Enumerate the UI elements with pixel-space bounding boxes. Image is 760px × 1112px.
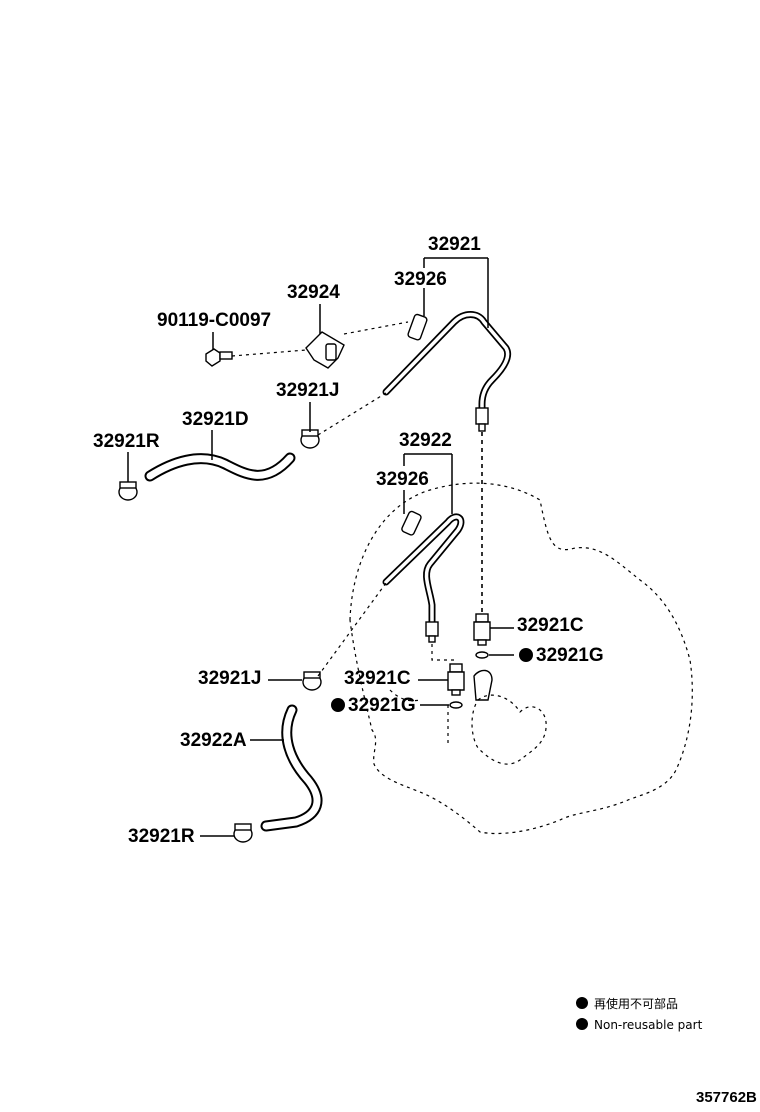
label-32924: 32924 [287,282,340,303]
diagram-code: 357762B [696,1089,757,1106]
legend-line-1: 再使用不可部品 [594,996,678,1011]
label-32921D: 32921D [182,409,249,430]
label-32926-mid: 32926 [376,469,429,490]
label-90119-C0097: 90119-C0097 [157,310,271,331]
sleeve-32926-top [407,313,428,341]
label-32921R-bottom: 32921R [128,826,195,847]
bolt-90119 [205,348,233,367]
pipe-32922 [382,513,465,643]
label-32921J-top: 32921J [276,380,339,401]
case-port [473,669,493,701]
clamp-32921J-top [300,429,320,449]
pipe-32922-fitting [425,621,439,637]
non-reusable-marker-right [519,648,533,662]
left-guide-dash [431,644,456,661]
label-32921G-right: 32921G [536,645,604,666]
pipe-32921 [382,311,511,432]
label-32922: 32922 [399,430,452,451]
bracket-32924 [305,331,345,369]
label-32921C-left: 32921C [344,668,411,689]
label-32921: 32921 [428,234,481,255]
pipe-32921-fitting [475,407,489,425]
non-reusable-marker-left [331,698,345,712]
label-32921C-right: 32921C [517,615,584,636]
gasket-32921G-left [449,701,463,709]
leader-lines [127,257,514,837]
label-32921J-bottom: 32921J [198,668,261,689]
legend-dot-1 [576,997,588,1009]
bracket-guide-line [343,321,409,335]
clamp-32921R-bottom [233,823,253,843]
clamp-32921R-top [118,481,138,501]
legend-dot-2 [576,1018,588,1030]
legend-line-2: Non-reusable part [594,1018,703,1032]
label-32922A: 32922A [180,730,247,751]
label-32921G-left: 32921G [348,695,416,716]
bolt-guide-line [231,349,307,357]
hose-32921D [144,452,296,482]
label-32921R-top: 32921R [93,431,160,452]
transmission-case-outline [349,482,693,835]
hose-32922A [260,704,323,832]
legend: 再使用不可部品 Non-reusable part [576,996,703,1032]
union-32921C-left [447,663,465,696]
clamp-32921J-bottom [302,671,322,691]
lower-connect-dash [317,582,387,677]
label-32926-top: 32926 [394,269,447,290]
gasket-32921G-right [475,651,489,659]
union-32921C-right [473,613,491,646]
sleeve-32926-mid [401,510,422,536]
